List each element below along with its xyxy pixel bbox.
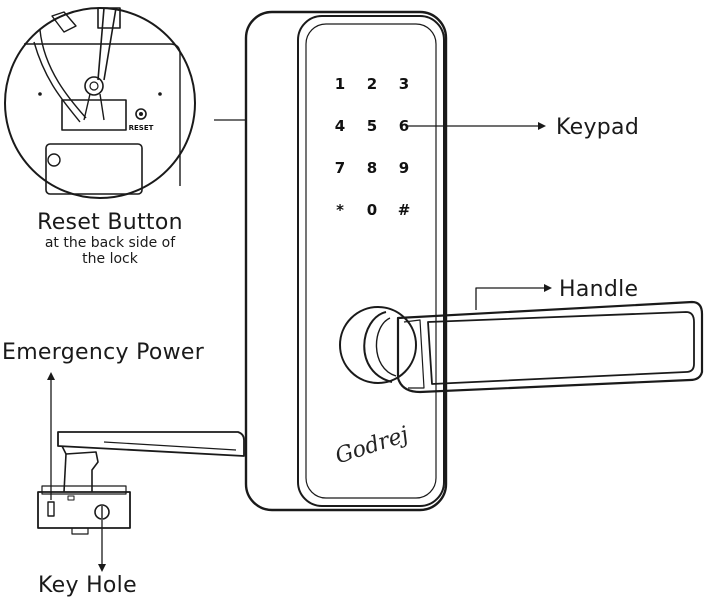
key-1: 1: [335, 75, 345, 93]
handle-callout-line: [475, 287, 544, 310]
reset-tag: RESET: [129, 124, 154, 132]
keypad-label: Keypad: [556, 115, 640, 140]
emergency-power-arrowhead: [47, 372, 55, 380]
key-8: 8: [367, 159, 377, 177]
key-hash: #: [398, 201, 411, 219]
reset-subtitle-line2: the lock: [82, 251, 138, 267]
callout-lines: [50, 119, 544, 566]
key-hole-label: Key Hole: [38, 573, 137, 598]
bottom-side-view: [37, 431, 245, 535]
reset-subtitle-line1: at the back side of: [44, 235, 176, 251]
keypad-grid: 1 2 3 4 5 6 7 8 9 * 0 #: [335, 75, 411, 219]
reset-button-caption: Reset Button at the back side of the loc…: [20, 210, 200, 267]
key-hole-arrowhead: [98, 564, 106, 572]
brand-logo: Godrej: [332, 422, 411, 469]
key-3: 3: [399, 75, 409, 93]
key-star: *: [336, 201, 344, 219]
lock-front-plate: [244, 10, 448, 512]
key-4: 4: [335, 117, 345, 135]
back-view-inset: [4, 7, 196, 199]
keypad-arrowhead: [538, 122, 546, 130]
handle-arrowhead: [544, 284, 552, 292]
handle-label: Handle: [559, 277, 639, 302]
key-5: 5: [367, 117, 377, 135]
emergency-power-label: Emergency Power: [2, 340, 205, 365]
key-6: 6: [399, 117, 409, 135]
reset-title: Reset Button: [37, 210, 183, 235]
key-0: 0: [367, 201, 377, 219]
key-7: 7: [335, 159, 345, 177]
lever-handle: [339, 300, 704, 394]
key-9: 9: [399, 159, 409, 177]
key-2: 2: [367, 75, 377, 93]
